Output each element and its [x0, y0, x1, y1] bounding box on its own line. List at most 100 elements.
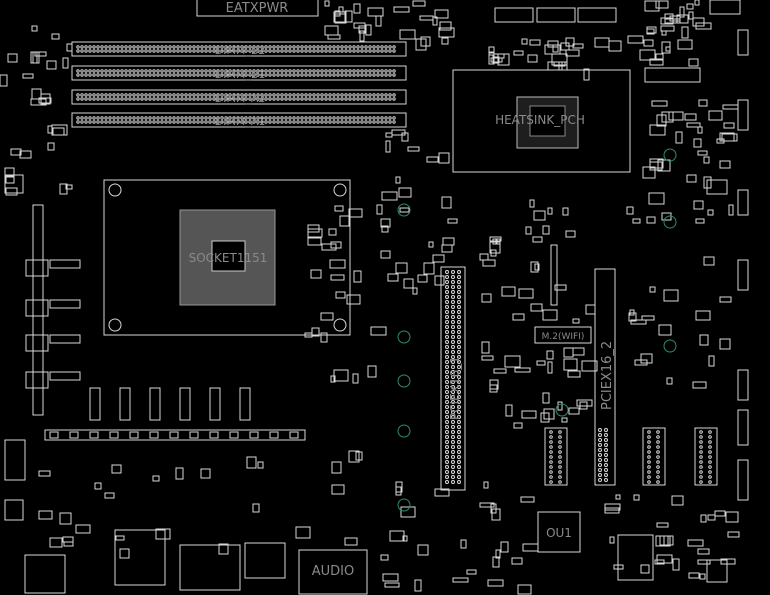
passive-component: [22, 73, 34, 79]
dimm-pin: [332, 116, 336, 120]
dimm-slot-a2[interactable]: [71, 89, 407, 105]
dimm-pin: [120, 93, 124, 97]
side-connector: [737, 259, 749, 291]
pcie-pin: [451, 385, 455, 389]
dimm-pin: [268, 93, 272, 97]
pcie-pin: [445, 320, 449, 324]
left-part: [49, 334, 81, 344]
vrm-choke: [89, 387, 101, 421]
dimm-slot-b2[interactable]: [71, 41, 407, 57]
dimm-pin: [308, 120, 312, 124]
passive-component: [663, 289, 679, 302]
dimm-pin: [248, 93, 252, 97]
dimm-pin: [172, 116, 176, 120]
dimm-pin: [196, 73, 200, 77]
dimm-pin: [272, 69, 276, 73]
dimm-pin: [120, 73, 124, 77]
pcie-pin: [457, 440, 461, 444]
dimm-pin: [124, 49, 128, 53]
cpu-socket-outline[interactable]: [103, 179, 351, 336]
via: [699, 440, 703, 444]
passive-component: [639, 49, 656, 61]
dimm-pin: [156, 93, 160, 97]
dimm-pin: [168, 69, 172, 73]
passive-component: [703, 256, 715, 266]
passive-component: [722, 104, 739, 110]
passive-component: [554, 284, 567, 291]
dimm-pin: [336, 97, 340, 101]
mount-hole: [333, 183, 347, 197]
dimm-pin: [280, 49, 284, 53]
pciex16-1-slot[interactable]: [440, 266, 466, 491]
dimm-pin: [352, 45, 356, 49]
passive-component: [633, 494, 640, 501]
dimm-pin: [216, 93, 220, 97]
via: [699, 470, 703, 474]
dimm-pin: [216, 45, 220, 49]
dimm-pin: [392, 45, 396, 49]
dimm-slot-a1[interactable]: [71, 112, 407, 128]
dimm-pin: [380, 120, 384, 124]
dimm-pin: [164, 69, 168, 73]
via: [549, 475, 553, 479]
dimm-pin: [84, 116, 88, 120]
passive-component: [501, 286, 516, 297]
passive-component: [370, 326, 387, 336]
passive-component: [487, 579, 504, 587]
dimm-pin: [176, 93, 180, 97]
dimm-pin: [116, 73, 120, 77]
passive-component: [355, 451, 363, 461]
dimm-pin: [384, 69, 388, 73]
dimm-pin: [272, 93, 276, 97]
pcie-pin: [451, 275, 455, 279]
ou1-chip[interactable]: [537, 511, 581, 553]
cpu-socket-center: [211, 240, 246, 272]
via: [558, 440, 562, 444]
pch-heatsink-outline[interactable]: [452, 69, 631, 173]
passive-component: [688, 11, 694, 20]
dimm-pin: [164, 97, 168, 101]
header: [644, 67, 701, 83]
dimm-pin: [144, 116, 148, 120]
vrm-pad: [149, 431, 159, 439]
passive-component: [426, 156, 439, 163]
dimm-pin: [128, 69, 132, 73]
passive-component: [671, 495, 684, 506]
dimm-pin: [356, 93, 360, 97]
passive-component: [30, 51, 38, 64]
pciex16-2-slot[interactable]: [594, 268, 616, 486]
dimm-pin: [232, 49, 236, 53]
passive-component: [51, 33, 60, 40]
dimm-pin: [112, 49, 116, 53]
dimm-pin: [352, 73, 356, 77]
dimm-slot-b1[interactable]: [71, 65, 407, 81]
passive-component: [547, 207, 553, 215]
passive-component: [727, 531, 740, 538]
via: [708, 440, 712, 444]
dimm-pin: [372, 69, 376, 73]
dimm-pin: [116, 93, 120, 97]
dimm-pin: [208, 116, 212, 120]
dimm-pin: [236, 120, 240, 124]
m2-wifi-connector[interactable]: [534, 326, 592, 344]
dimm-pin: [272, 97, 276, 101]
dimm-pin: [104, 49, 108, 53]
audio-connector[interactable]: [298, 549, 368, 595]
test-point: [663, 339, 677, 353]
dimm-pin: [344, 69, 348, 73]
dimm-pin: [116, 120, 120, 124]
via: [647, 465, 651, 469]
dimm-pin: [204, 97, 208, 101]
mount-hole: [108, 183, 122, 197]
dimm-pin: [336, 45, 340, 49]
passive-component: [699, 573, 706, 580]
passive-component: [46, 60, 57, 70]
dimm-pin: [200, 69, 204, 73]
pcie-pin: [445, 325, 449, 329]
dimm-pin: [192, 49, 196, 53]
via: [549, 430, 553, 434]
eatxpwr-connector[interactable]: [196, 0, 319, 17]
via: [558, 445, 562, 449]
dimm-pin: [112, 73, 116, 77]
